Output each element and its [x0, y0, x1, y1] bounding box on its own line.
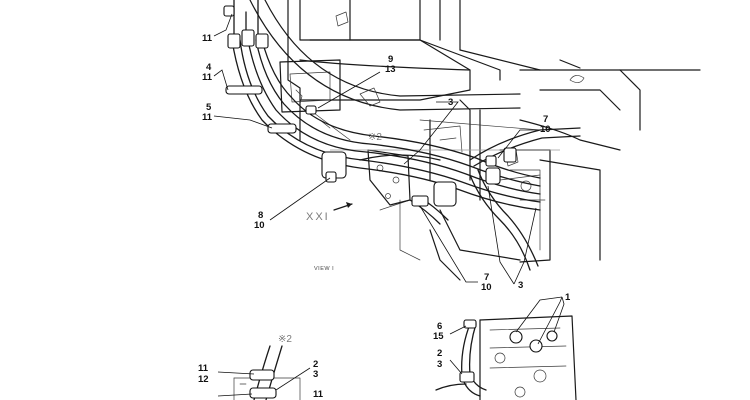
clamp-5: [267, 123, 297, 134]
detail-lower-left: [233, 345, 301, 400]
callout-7: 7: [543, 114, 548, 125]
detail-clamp-2: [459, 371, 475, 383]
detail-fitting-1: [509, 330, 523, 344]
callout-11: 11: [202, 72, 213, 83]
callout-10: 10: [481, 282, 492, 293]
callout-13: 13: [385, 64, 396, 75]
clamp-8: [325, 171, 337, 183]
callout-4: 4: [206, 62, 212, 73]
callout-labels: 11 4 11 9 13 5 11 3 7 10 8 10 7 10 3 1 6…: [198, 33, 571, 400]
detail-clamp-6: [463, 319, 477, 329]
detail-lower-right: [435, 315, 577, 400]
machine-frame: [249, 0, 701, 281]
callout-11: 11: [313, 389, 324, 400]
callout-10: 10: [540, 124, 551, 135]
clamp-band-3: [485, 167, 501, 185]
detail-clamp-upper: [249, 369, 275, 381]
reference-mark-upper: ※2: [368, 132, 382, 143]
fitting-1: [227, 33, 241, 49]
callout-11: 11: [202, 33, 213, 44]
reference-mark-lower: ※2: [278, 334, 292, 345]
fitting-2: [241, 29, 255, 47]
clamp-4: [225, 85, 263, 95]
callout-12: 12: [198, 374, 209, 385]
view-arrow-head: [346, 202, 352, 208]
callout-3: 3: [448, 97, 453, 108]
callout-11: 11: [198, 363, 209, 374]
detail-fitting-3: [546, 330, 558, 342]
leader-lines: [213, 13, 565, 397]
view-arrow-label: XXI: [306, 211, 330, 223]
callout-2: 2: [313, 359, 318, 370]
clamp-9: [305, 105, 317, 115]
callout-9: 9: [388, 54, 393, 65]
clamp-band-2: [433, 181, 457, 207]
callout-7: 7: [484, 272, 489, 283]
annotations: ※2 XXI VIEW I ※2: [278, 132, 382, 345]
callout-10: 10: [254, 220, 265, 231]
fitting-right: [503, 147, 517, 163]
callout-8: 8: [258, 210, 263, 221]
clamp-mid: [411, 195, 429, 207]
callout-3: 3: [313, 369, 318, 380]
view-caption: VIEW I: [314, 266, 334, 272]
detail-clamp-lower: [249, 387, 277, 399]
clamp-7: [485, 155, 497, 167]
callout-11: 11: [202, 112, 213, 123]
detail-fitting-2: [529, 339, 543, 353]
callout-15: 15: [433, 331, 444, 342]
callout-3: 3: [518, 280, 523, 291]
callout-1: 1: [565, 292, 571, 303]
callout-5: 5: [206, 102, 212, 113]
clamp-top: [223, 5, 235, 17]
fitting-3: [255, 33, 269, 49]
callout-6: 6: [437, 321, 442, 332]
callout-2: 2: [437, 348, 442, 359]
callout-3: 3: [437, 359, 442, 370]
clamps: [223, 5, 517, 207]
